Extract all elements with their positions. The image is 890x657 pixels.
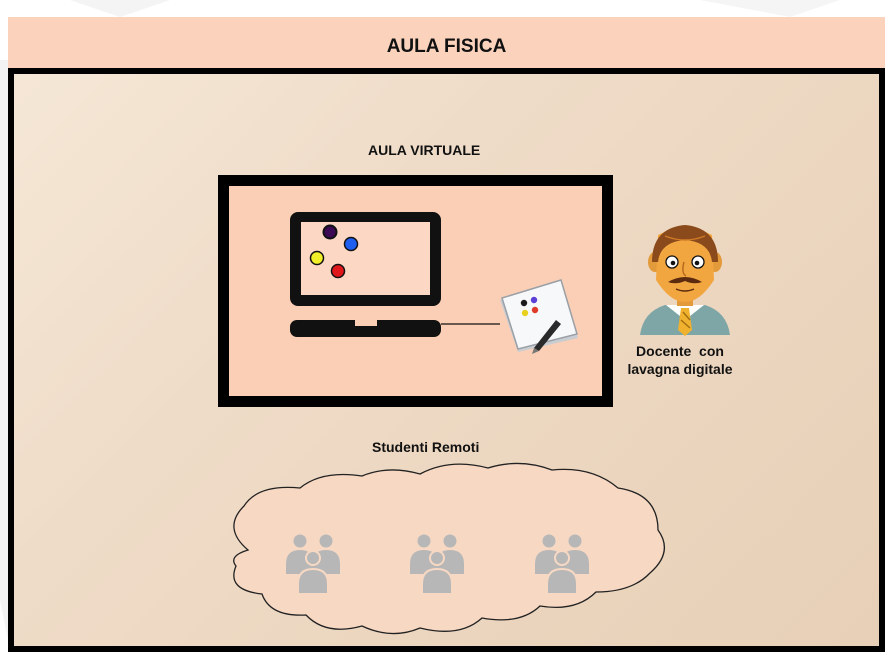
teacher-label-line2: lavagna digitale: [627, 361, 733, 377]
physical-classroom-title: AULA FISICA: [386, 36, 507, 57]
laptop-icon: [290, 212, 441, 337]
teacher-label-line1: Docente con: [636, 343, 724, 359]
whiteboard-dots: [309, 224, 359, 279]
physical-classroom-header: AULA FISICA: [8, 17, 885, 69]
dot-purple: [322, 224, 338, 240]
dot-blue: [343, 236, 359, 252]
cloud-shape: [233, 462, 666, 635]
remote-students-title: Studenti Remoti: [372, 439, 480, 455]
dot-red: [330, 263, 346, 279]
digital-whiteboard-icon: [500, 279, 578, 354]
teacher-label: Docente con lavagna digitale: [620, 342, 740, 378]
dot-yellow: [309, 250, 325, 266]
virtual-classroom-title: AULA VIRTUALE: [368, 142, 481, 158]
